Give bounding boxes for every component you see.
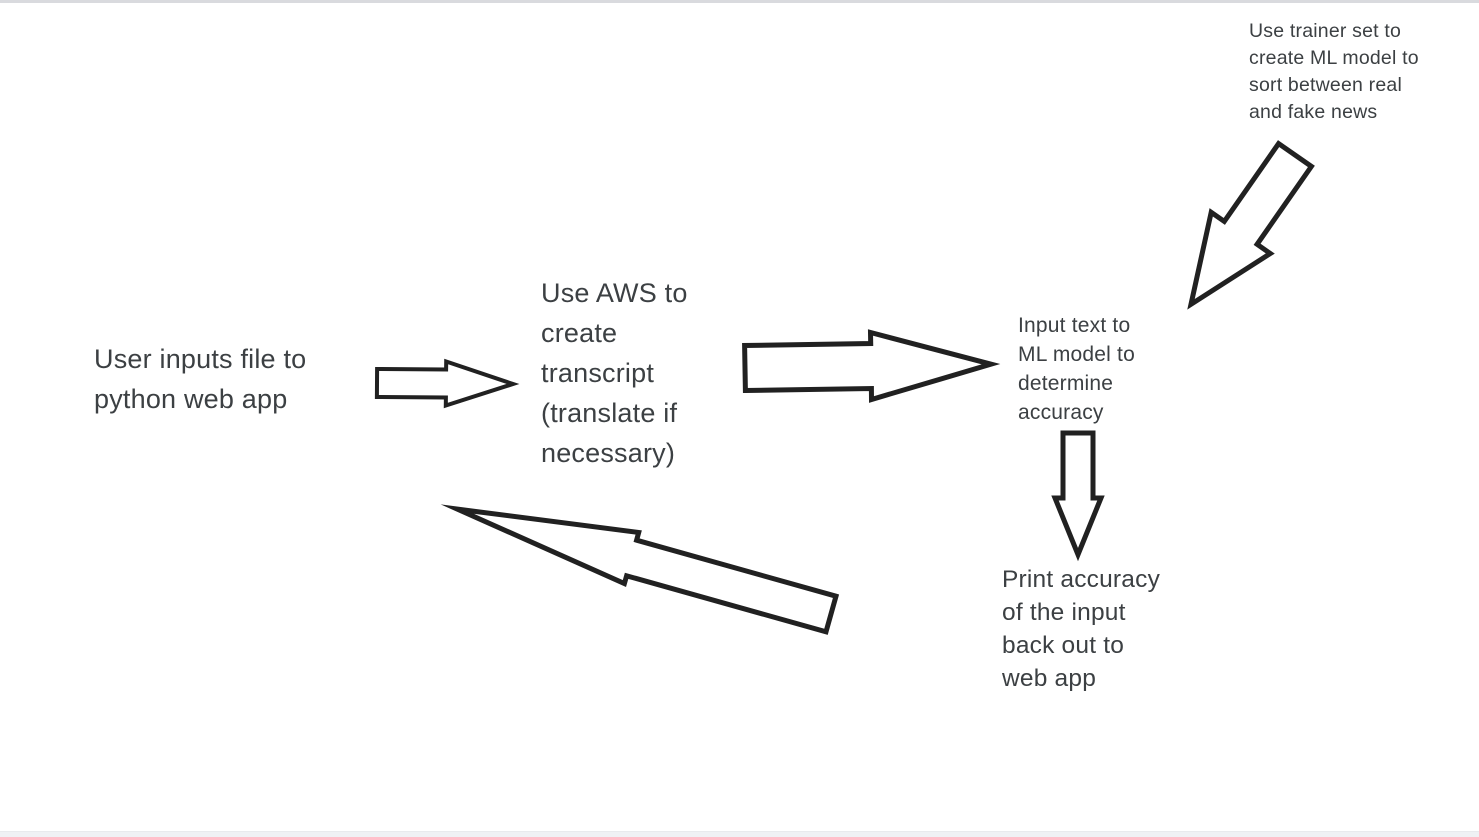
node-aws-transcript[interactable]: Use AWS to create transcript (translate … bbox=[541, 278, 688, 468]
arrow-trainer-to-ml[interactable] bbox=[1187, 140, 1315, 310]
node-trainer-set[interactable]: Use trainer set to create ML model to so… bbox=[1249, 20, 1419, 123]
node-ml-model-input[interactable]: Input text to ML model to determine accu… bbox=[1018, 314, 1135, 424]
top-border bbox=[0, 0, 1479, 3]
arrow-print-to-webapp[interactable] bbox=[440, 504, 840, 635]
arrow-aws-to-ml[interactable] bbox=[742, 329, 1001, 403]
arrow-ml-to-print[interactable] bbox=[1051, 430, 1105, 562]
bottom-scrollbar-track bbox=[0, 831, 1479, 837]
node-print-accuracy[interactable]: Print accuracy of the input back out to … bbox=[1002, 566, 1161, 692]
arrow-user-to-aws[interactable] bbox=[374, 358, 520, 409]
node-user-input[interactable]: User inputs file to python web app bbox=[94, 344, 307, 414]
